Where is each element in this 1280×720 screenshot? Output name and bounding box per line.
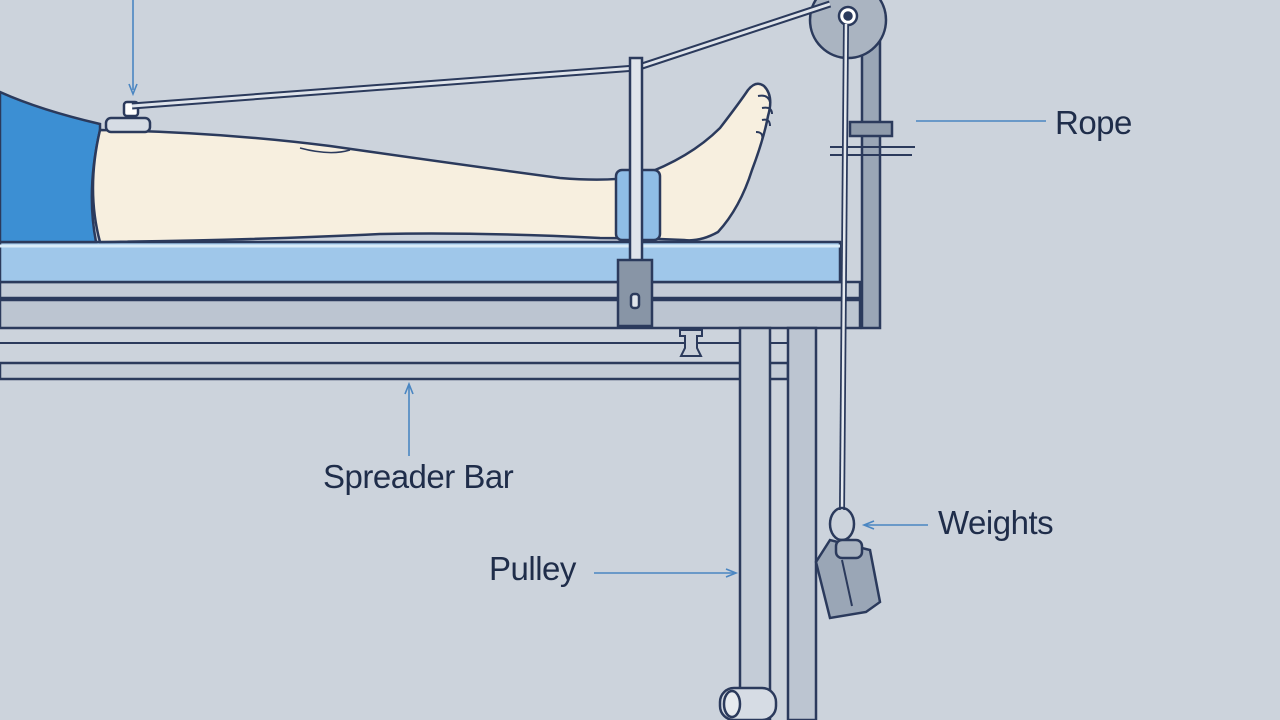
leader-pulley-arrow [725,568,739,578]
upright-bar [616,56,654,328]
patient-toes [755,94,773,141]
bed [0,240,842,284]
leader-weights-arrow [861,520,875,530]
leader-top-arrow [128,83,138,97]
table-leg-back [786,326,818,720]
label-pulley: Pulley [489,550,576,587]
table-frame [0,280,862,720]
patient-sheet [0,90,102,244]
bed-mattress [0,240,842,284]
table-leg-front [738,326,772,720]
caster-wheel [718,686,778,720]
spreader-bar [0,361,790,381]
table-rail-middle [0,298,862,330]
traction-rod [131,0,832,110]
rope [839,23,849,511]
patient-leg [91,82,772,244]
label-weights: Weights [938,504,1054,541]
table-rail-upper [0,280,862,300]
leader-spreader-bar-arrow [404,381,414,395]
traction-post [830,38,915,330]
weights [814,506,882,620]
label-rope: Rope [1055,104,1132,141]
label-spreader-bar: Spreader Bar [323,458,514,495]
knee-crease [299,147,351,154]
post-collar [848,120,894,138]
clamp [679,329,703,357]
leader-lines [128,0,1046,578]
